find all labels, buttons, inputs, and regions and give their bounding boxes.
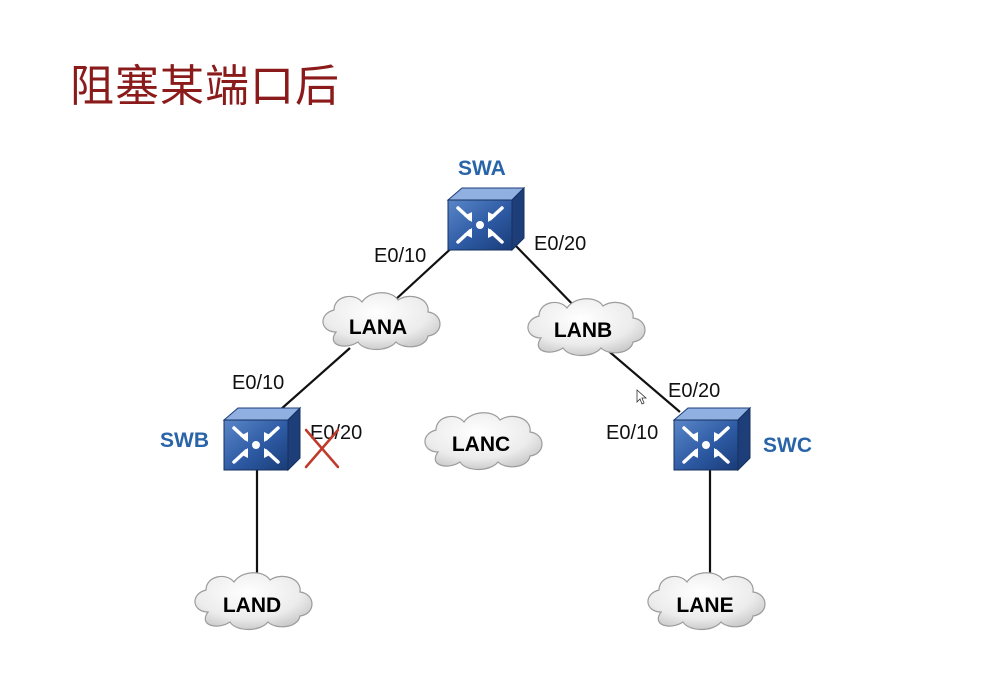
- port-swc-left: E0/10: [606, 422, 658, 444]
- swa-label: SWA: [458, 157, 506, 180]
- link-lanb-swc: [604, 347, 681, 413]
- lane-label: LANE: [676, 594, 733, 617]
- swb-label: SWB: [160, 429, 209, 452]
- lanc-label: LANC: [452, 433, 510, 456]
- port-swa-right: E0/20: [534, 233, 586, 255]
- land-label: LAND: [223, 594, 281, 617]
- port-swb-top: E0/10: [232, 372, 284, 394]
- lana-label: LANA: [349, 316, 407, 339]
- switch-swb-icon: [222, 406, 302, 472]
- switch-swa-icon: [446, 186, 526, 252]
- lanb-label: LANB: [554, 319, 612, 342]
- swc-label: SWC: [763, 434, 812, 457]
- link-swa-lanb: [514, 244, 581, 313]
- link-lana-swb: [279, 347, 351, 411]
- switch-swc-icon: [672, 406, 752, 472]
- mouse-cursor-icon: [636, 389, 648, 405]
- port-swc-top: E0/20: [668, 380, 720, 402]
- page-title: 阻塞某端口后: [70, 61, 340, 112]
- port-swa-left: E0/10: [374, 245, 426, 267]
- blocked-port-x-icon: [304, 428, 340, 469]
